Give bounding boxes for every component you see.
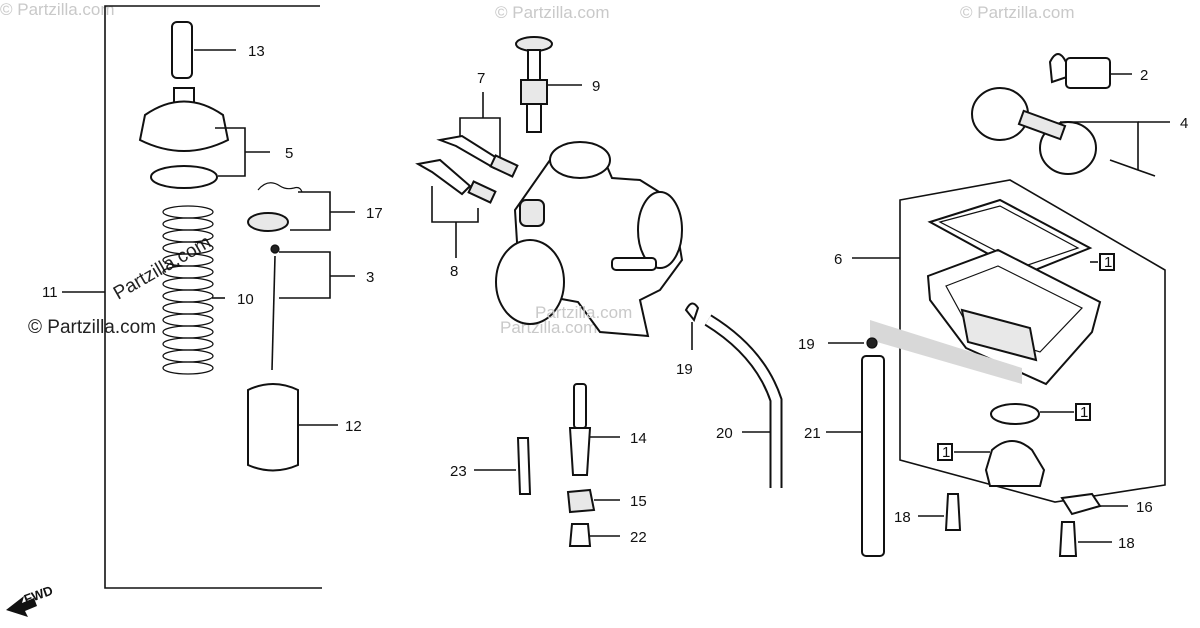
- callout-22: 22: [630, 529, 647, 546]
- watermark-top-right: © Partzilla.com: [960, 3, 1075, 22]
- callout-6: 6: [834, 251, 842, 268]
- part-19-clip: [684, 302, 700, 323]
- callout-19a: 19: [676, 361, 693, 378]
- part-14-needle-jet: [573, 383, 587, 429]
- part-10-spring: [162, 205, 214, 375]
- watermark-top-left: © Partzilla.com: [0, 0, 115, 19]
- callout-10: 10: [237, 291, 254, 308]
- part-13-adjuster: [171, 21, 193, 79]
- part-22-main-jet: [568, 523, 592, 547]
- callout-13: 13: [248, 43, 265, 60]
- part-15-washer: [566, 488, 596, 514]
- part-4-float-pin: [1109, 159, 1156, 177]
- part-drain-plug: [984, 440, 1046, 487]
- part-drain-gasket: [990, 403, 1040, 425]
- part-18-screw-left: [944, 493, 962, 531]
- callout-23: 23: [450, 463, 467, 480]
- callout-3: 3: [366, 269, 374, 286]
- ref-box-1a: [1099, 253, 1115, 271]
- part-17-clip: [257, 182, 303, 193]
- callout-8: 8: [450, 263, 458, 280]
- callout-11: 11: [42, 284, 58, 301]
- callout-14: 14: [630, 430, 647, 447]
- part-5-gasket: [150, 165, 218, 189]
- watermark-dark: © Partzilla.com: [28, 317, 156, 338]
- part-17-retainer: [247, 212, 289, 232]
- fwd-label: FWD: [22, 583, 55, 607]
- part-9-plunger-shaft: [527, 49, 541, 83]
- bracket-6-kit: [899, 179, 1166, 503]
- part-8-idle-screw: [415, 158, 472, 196]
- part-8-spring: [467, 180, 497, 204]
- fwd-arrow-icon: [6, 596, 37, 617]
- ref-box-1b: [1075, 403, 1091, 421]
- float-bowl-group: 2 4 6 1 1 1 21: [798, 53, 1188, 557]
- part-19-clip-right: [866, 337, 878, 349]
- part-3-jet-needle: [271, 255, 276, 371]
- callout-19b: 19: [798, 336, 815, 353]
- callout-2: 2: [1140, 67, 1148, 84]
- part-float-bowl-side: [960, 308, 1038, 362]
- carb-choke-boss: [519, 199, 545, 227]
- group-bracket: [104, 5, 322, 589]
- part-18-screw-right: [1058, 521, 1078, 557]
- callout-7: 7: [477, 70, 485, 87]
- part-21-overflow-tube: [861, 355, 885, 557]
- bracket-7: [459, 117, 501, 162]
- part-bowl-shadow: [870, 320, 1022, 384]
- watermark-body: Partzilla.com: [535, 303, 632, 322]
- carb-body-group: 9 7 8 Partzilla.com 19 20 14: [415, 36, 783, 547]
- callout-5: 5: [285, 145, 293, 162]
- bracket-17: [290, 191, 331, 231]
- part-16-plate: [1060, 492, 1102, 516]
- carb-intake-bore: [495, 239, 565, 325]
- part-9-plunger-tip: [526, 103, 542, 133]
- callout-18a: 18: [894, 509, 911, 526]
- carb-top-opening: [549, 141, 611, 179]
- carb-idle-boss: [611, 257, 657, 271]
- callout-20: 20: [716, 425, 733, 442]
- callout-18b: 18: [1118, 535, 1135, 552]
- ref-1c: 1: [942, 444, 950, 461]
- part-9-choke-cap: [515, 36, 553, 52]
- bracket-3: [279, 251, 331, 299]
- needle-slide-group: 11 © Partzilla.com Partzilla.com 13 5: [28, 5, 383, 589]
- callout-12: 12: [345, 418, 362, 435]
- watermark-top-center: © Partzilla.com: [495, 3, 610, 22]
- part-7-spring: [489, 154, 519, 178]
- callout-15: 15: [630, 493, 647, 510]
- callout-9: 9: [592, 78, 600, 95]
- carb-outlet-flange: [637, 191, 683, 269]
- part-9-plunger-nut: [520, 79, 548, 105]
- ref-box-1c: [937, 443, 953, 461]
- fwd-indicator: FWD: [6, 583, 55, 617]
- bracket-8: [431, 186, 479, 223]
- ref-1b: 1: [1080, 404, 1088, 421]
- callout-4: 4: [1180, 115, 1188, 132]
- part-2-valve-body: [1065, 57, 1111, 89]
- part-14-jet-body: [568, 427, 592, 476]
- part-23-pilot-jet: [516, 437, 532, 495]
- part-float-bowl: [926, 248, 1102, 386]
- ref-1a: 1: [1104, 254, 1112, 271]
- callout-21: 21: [804, 425, 821, 442]
- part-5-top-cap: [138, 100, 230, 152]
- part-4-float-left: [971, 87, 1029, 141]
- callout-17: 17: [366, 205, 383, 222]
- part-12-throttle-slide: [247, 383, 299, 472]
- part-20-hose: [705, 316, 781, 488]
- part-3-needle-clip: [270, 244, 280, 254]
- part-4-float-bridge: [1017, 109, 1067, 141]
- callout-16: 16: [1136, 499, 1153, 516]
